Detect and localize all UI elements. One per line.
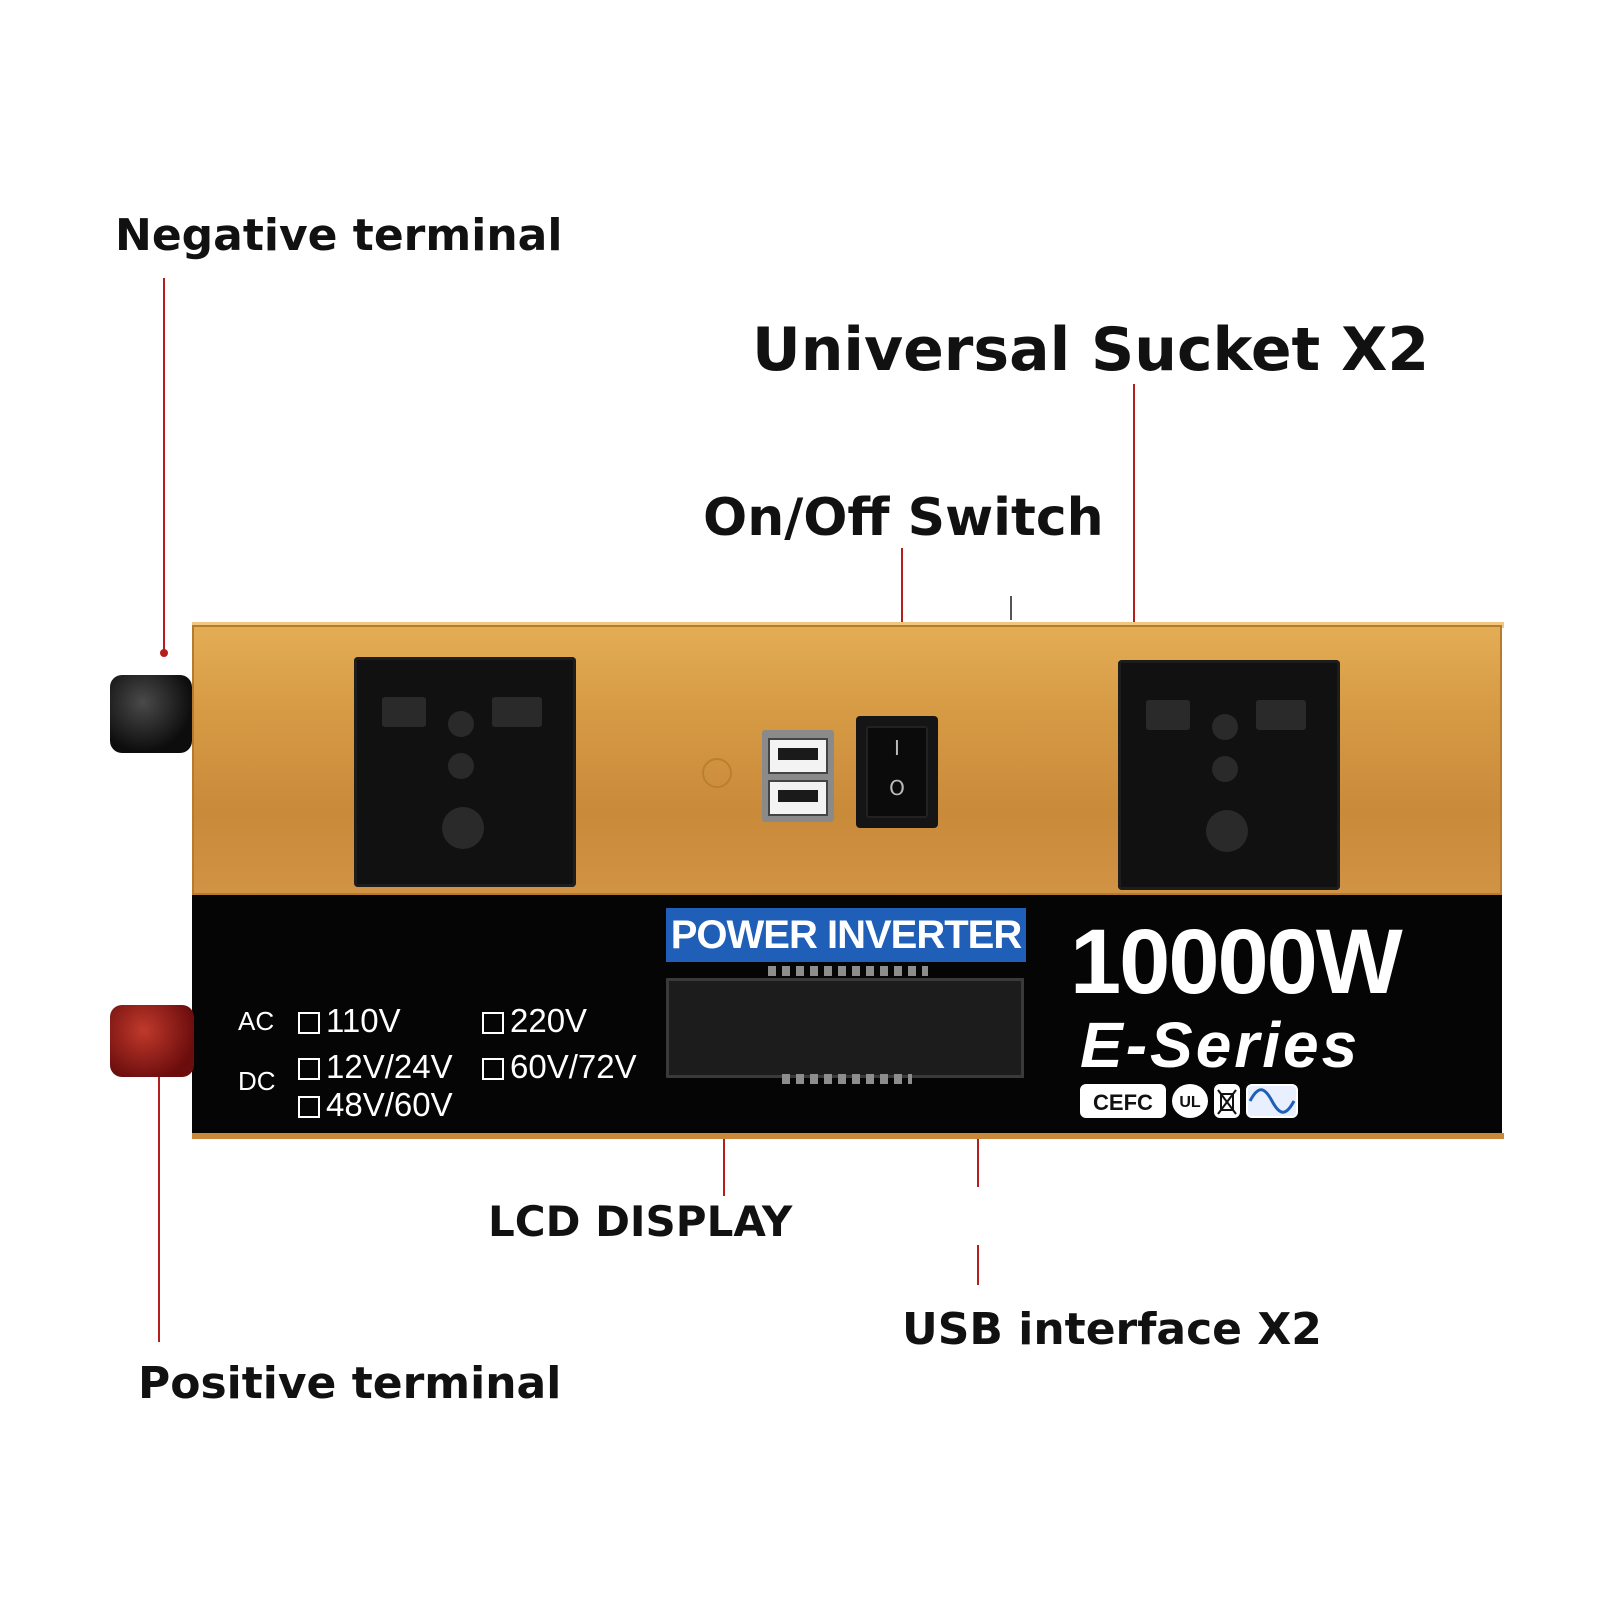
socket-pin-top xyxy=(1212,714,1238,740)
wattage-rating: 10000W xyxy=(1070,911,1403,1013)
ac-option-220v: 220V xyxy=(482,1002,587,1040)
ac-label: AC xyxy=(238,1006,275,1036)
usb-port-top[interactable] xyxy=(768,738,828,774)
dc-option-60-72v: 60V/72V xyxy=(482,1048,637,1086)
negative-leader-line xyxy=(163,278,165,653)
lcd-pins-top xyxy=(768,966,928,976)
housing-bottom-rim xyxy=(192,1133,1504,1139)
positive-leader-line xyxy=(158,1066,160,1342)
socket-slot-right xyxy=(492,697,542,727)
universal-socket-left[interactable] xyxy=(354,657,576,887)
ac-110v-text: 110V xyxy=(326,1002,401,1039)
dc-label: DC xyxy=(238,1066,276,1096)
power-rocker-switch[interactable]: I O xyxy=(866,726,928,818)
socket-pin-bottom xyxy=(1206,810,1248,852)
lcd-pins-bottom xyxy=(782,1074,912,1084)
ac-220v-text: 220V xyxy=(510,1002,588,1039)
ac-option-110v: 110V xyxy=(298,1002,401,1040)
dc-option-12-24v: 12V/24V xyxy=(298,1048,453,1086)
lcd-display-label: LCD DISPLAY xyxy=(488,1197,793,1246)
positive-terminal-knob[interactable] xyxy=(110,1005,194,1077)
power-inverter-banner: POWER INVERTER xyxy=(666,908,1026,962)
power-switch-housing: I O xyxy=(856,716,938,828)
checkbox-icon xyxy=(298,1012,320,1034)
usb-port-bottom[interactable] xyxy=(768,780,828,816)
negative-terminal-label: Negative terminal xyxy=(115,210,563,261)
positive-terminal-label: Positive terminal xyxy=(138,1358,562,1409)
lcd-display-screen xyxy=(666,978,1024,1078)
negative-terminal-knob[interactable] xyxy=(110,675,192,753)
switch-off-mark: O xyxy=(889,776,905,800)
socket-pin-middle xyxy=(448,753,474,779)
dc-60-72v-text: 60V/72V xyxy=(510,1048,637,1085)
usb-interface-label: USB interface X2 xyxy=(902,1304,1322,1355)
checkbox-icon xyxy=(482,1012,504,1034)
socket-pin-middle xyxy=(1212,756,1238,782)
checkbox-icon xyxy=(298,1058,320,1080)
checkbox-icon xyxy=(482,1058,504,1080)
sine-wave-icon xyxy=(1246,1084,1298,1118)
cefc-mark: CEFC xyxy=(1080,1084,1166,1118)
mount-screw-icon xyxy=(702,758,732,788)
switch-on-mark: I xyxy=(894,736,900,760)
checkbox-icon xyxy=(298,1096,320,1118)
series-name: E-Series xyxy=(1080,1009,1361,1081)
universal-socket-label: Universal Sucket X2 xyxy=(752,315,1430,385)
dc-48-60v-text: 48V/60V xyxy=(326,1086,453,1123)
socket-slot-left xyxy=(1146,700,1190,730)
socket-pin-top xyxy=(448,711,474,737)
ul-mark: UL xyxy=(1172,1084,1208,1118)
on-off-switch-label: On/Off Switch xyxy=(703,488,1104,548)
usb-leader-line-tail xyxy=(977,1245,979,1285)
universal-socket-right[interactable] xyxy=(1118,660,1340,890)
dc-12-24v-text: 12V/24V xyxy=(326,1048,453,1085)
socket-slot-right xyxy=(1256,700,1306,730)
dc-option-48-60v: 48V/60V xyxy=(298,1086,453,1124)
negative-leader-dot xyxy=(160,649,168,657)
socket-leader-line xyxy=(1133,384,1135,680)
socket-pin-bottom xyxy=(442,807,484,849)
usb-port-housing xyxy=(762,730,834,822)
top-tick-mark xyxy=(1010,596,1012,620)
socket-slot-left xyxy=(382,697,426,727)
weee-bin-icon xyxy=(1214,1084,1240,1118)
